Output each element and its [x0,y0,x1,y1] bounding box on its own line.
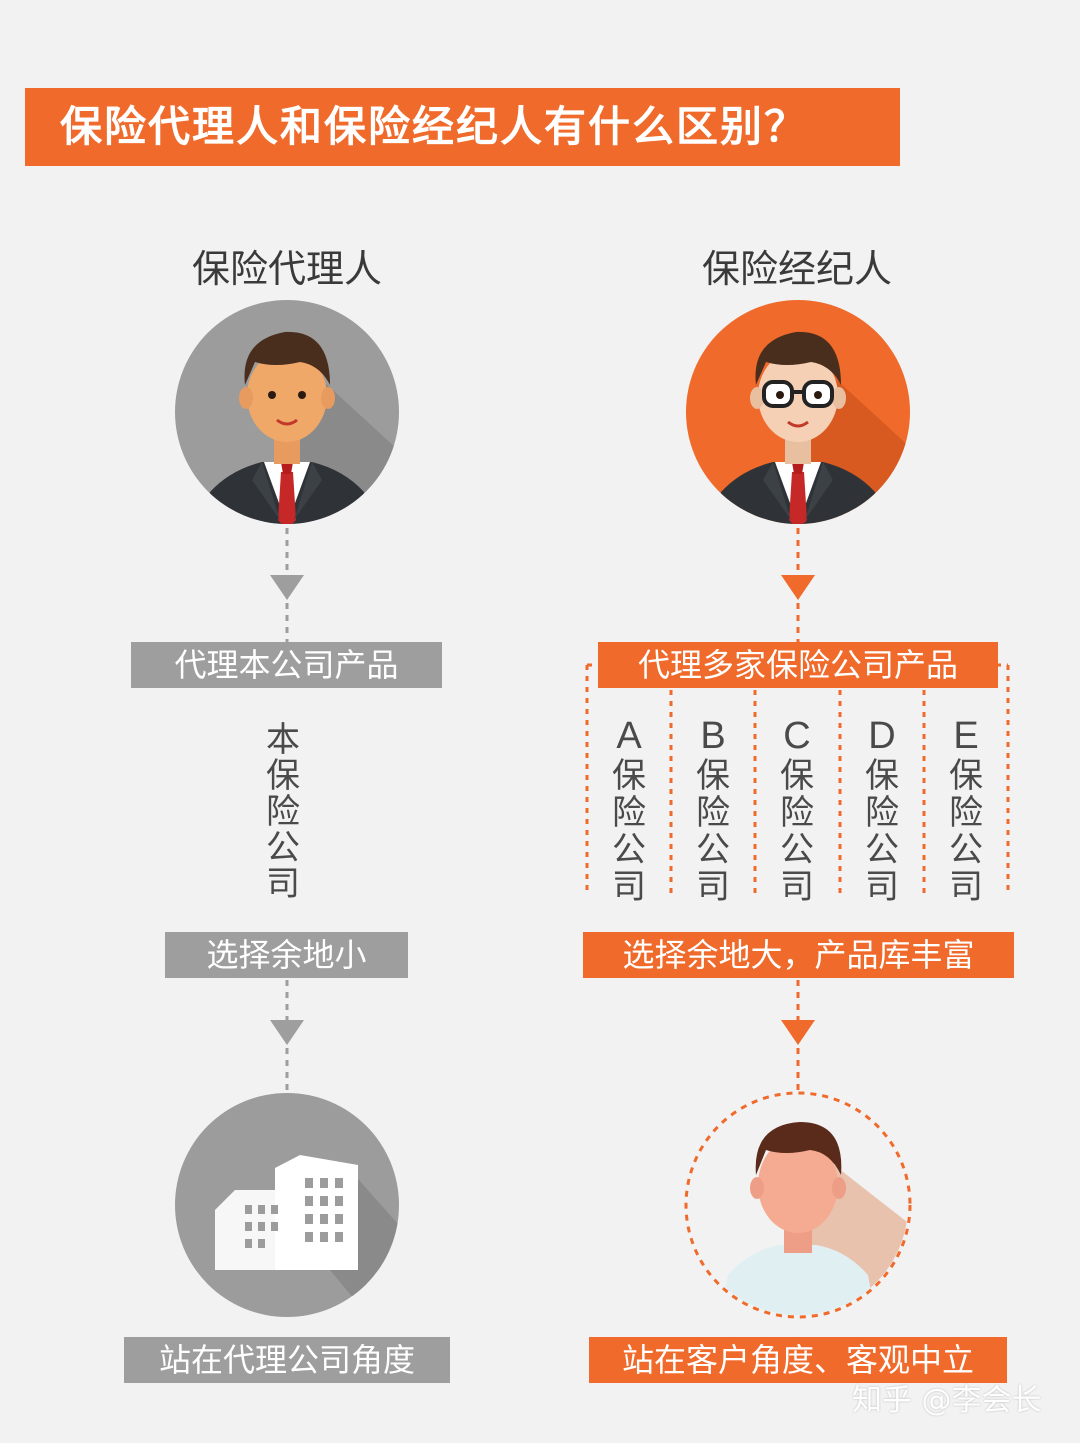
right-arrow-2 [781,1020,815,1045]
company-e-label: E 保险公司 [949,715,983,907]
left-arrow-2 [270,1020,304,1045]
right-choice-box: 选择余地大，产品库丰富 [583,932,1014,978]
page-title: 保险代理人和保险经纪人有什么区别？ [60,102,809,151]
client-avatar-icon [684,1091,912,1319]
agent-avatar-icon [175,300,399,524]
left-stance-box: 站在代理公司角度 [124,1337,450,1383]
company-b-label: B 保险公司 [696,715,730,907]
left-arrow-1 [270,575,304,600]
left-choice-box: 选择余地小 [165,932,408,978]
left-company-vertical: 本保险公司 [266,720,300,904]
company-c-label: C 保险公司 [780,715,814,907]
right-heading: 保险经纪人 [701,247,892,291]
watermark: 知乎 @李会长 [852,1383,1042,1418]
left-product-box: 代理本公司产品 [131,642,442,688]
left-heading: 保险代理人 [191,247,382,291]
right-product-box: 代理多家保险公司产品 [598,642,998,688]
company-a-label: A 保险公司 [612,715,646,907]
right-stance-box: 站在客户角度、客观中立 [589,1337,1007,1383]
building-icon [175,1093,399,1317]
right-arrow-1 [781,575,815,600]
title-bar [25,88,900,166]
broker-avatar-icon [686,300,910,524]
company-d-label: D 保险公司 [865,715,899,907]
